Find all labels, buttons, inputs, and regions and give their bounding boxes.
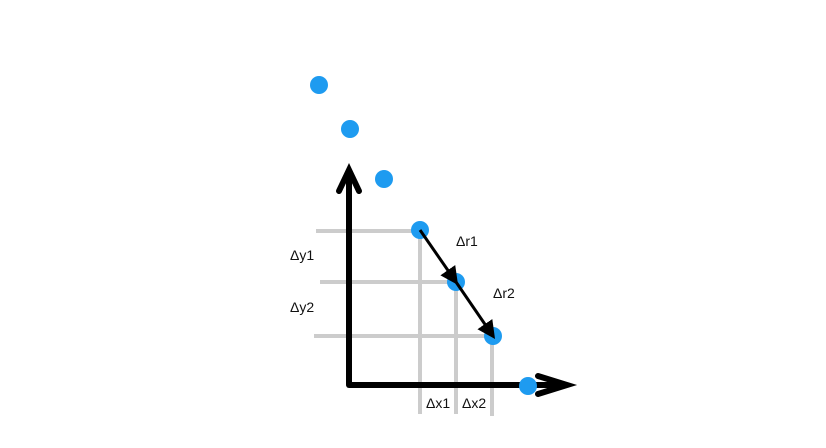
label-dx1: Δx1	[426, 395, 450, 411]
label-dy1: Δy1	[290, 247, 314, 263]
x-axis-arrowhead	[535, 373, 578, 397]
point-7	[519, 377, 537, 395]
vector-dr2	[454, 281, 496, 339]
point-1	[310, 76, 328, 94]
label-dr1: Δr1	[456, 233, 478, 249]
label-dr2: Δr2	[493, 285, 515, 301]
label-dy2: Δy2	[290, 299, 314, 315]
displacement-vectors	[418, 229, 496, 339]
point-2	[341, 120, 359, 138]
label-dx2: Δx2	[462, 395, 486, 411]
y-axis-arrowhead	[336, 163, 362, 194]
point-3	[375, 170, 393, 188]
guide-lines	[314, 229, 494, 416]
vector-dr1	[418, 229, 459, 285]
